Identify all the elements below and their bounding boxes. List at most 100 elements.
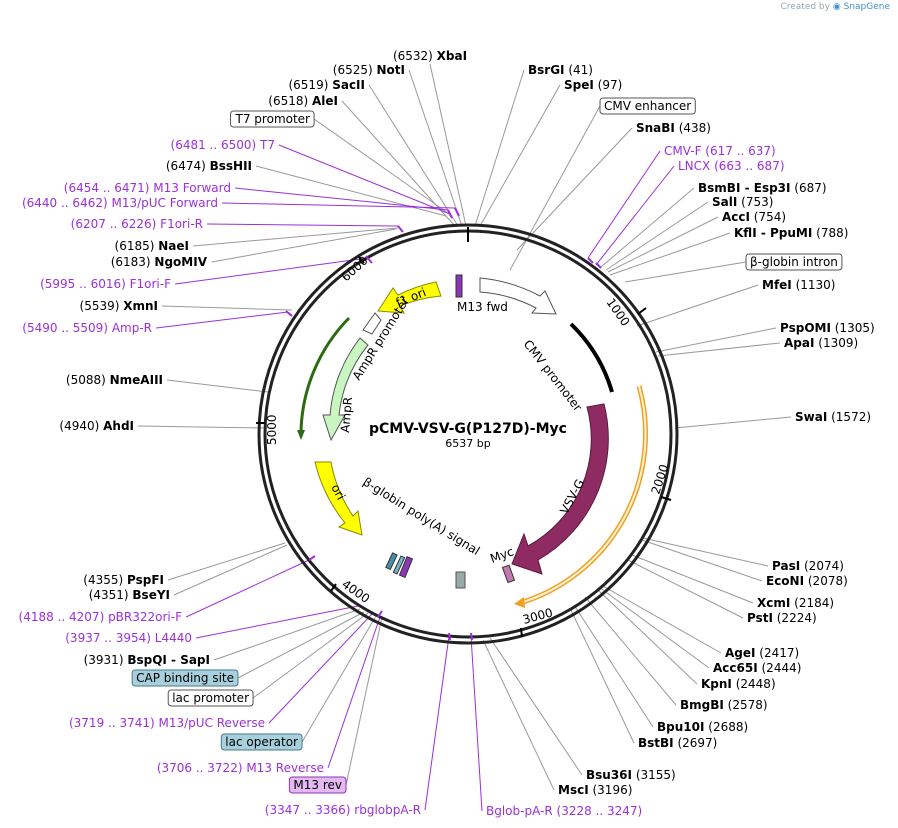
map-label-pspomi: PspOMI (1305) bbox=[780, 321, 875, 335]
map-label-text-lacprom: lac promoter bbox=[172, 691, 249, 705]
leader-line-ngomiv bbox=[211, 228, 397, 263]
map-label-text-bspqi: (3931) BspQI - SapI bbox=[84, 653, 210, 667]
map-label-text-bsmbi: BsmBI - Esp3I (687) bbox=[698, 181, 827, 195]
credit-prefix: Created by bbox=[780, 2, 830, 12]
map-label-bseyi: (4351) BseYI bbox=[89, 588, 170, 602]
map-label-xmni: (5539) XmnI bbox=[80, 299, 158, 313]
plasmid-name: pCMV-VSV-G(P127D)-Myc bbox=[369, 421, 567, 437]
map-label-kfli: KflI - PpuMI (788) bbox=[734, 226, 848, 240]
cmv-enhancer-arrow bbox=[479, 277, 557, 315]
leader-line-bmgbi bbox=[584, 596, 677, 706]
leader-line-naei bbox=[192, 227, 399, 247]
map-label-text-noti: (6525) NotI bbox=[333, 63, 405, 77]
map-label-bsmbi: BsmBI - Esp3I (687) bbox=[698, 181, 827, 195]
plasmid-size: 6537 bp bbox=[445, 437, 490, 450]
leader-line-m13rev_p bbox=[327, 616, 381, 769]
myc-label: Myc bbox=[488, 544, 515, 565]
map-label-text-bsshii: (6474) BssHII bbox=[166, 159, 252, 173]
map-label-text-sacii: (6519) SacII bbox=[288, 78, 365, 92]
map-label-text-xmni: (5539) XmnI bbox=[80, 299, 158, 313]
leader-line-acc65i bbox=[598, 586, 710, 669]
leader-line-pspfi bbox=[167, 542, 286, 581]
map-label-text-pspomi: PspOMI (1305) bbox=[780, 321, 875, 335]
map-label-text-naei: (6185) NaeI bbox=[115, 239, 189, 253]
primer-marks bbox=[285, 207, 602, 641]
leader-line-bglob bbox=[470, 635, 483, 812]
leader-line-t7prom bbox=[313, 118, 453, 217]
leader-line-bstbi bbox=[569, 607, 635, 744]
vsvg-arrow bbox=[511, 403, 609, 575]
leader-line-m13puc bbox=[221, 202, 456, 209]
bglobin-polya-label: β-globin poly(A) signal bbox=[360, 475, 482, 558]
map-label-kpni: KpnI (2448) bbox=[701, 677, 776, 691]
map-label-text-bsu36i: Bsu36I (3155) bbox=[586, 768, 676, 782]
map-label-text-pasi: PasI (2074) bbox=[772, 559, 844, 573]
backbone-outer-ring bbox=[257, 223, 679, 645]
map-label-econi: EcoNI (2078) bbox=[766, 574, 848, 588]
map-label-text-agei: AgeI (2417) bbox=[725, 646, 799, 660]
map-label-bsshii: (6474) BssHII bbox=[166, 159, 252, 173]
map-label-box-bglob_intron bbox=[745, 253, 843, 271]
cmv-promoter-arc bbox=[569, 322, 614, 393]
map-label-bspqi: (3931) BspQI - SapI bbox=[84, 653, 210, 667]
map-label-text-swai: SwaI (1572) bbox=[795, 410, 871, 424]
map-label-bsrgi: BsrGI (41) bbox=[528, 63, 593, 77]
map-label-bglob_intron: β-globin intron bbox=[745, 253, 843, 271]
leader-line-acci bbox=[607, 216, 719, 273]
leader-line-snabi bbox=[516, 127, 633, 251]
map-label-f1orir: (6207 .. 6226) F1ori-R bbox=[71, 217, 203, 231]
leader-line-bsshii bbox=[255, 165, 447, 217]
map-label-box-lacprom bbox=[167, 689, 254, 707]
leader-line-m13rev_box bbox=[345, 616, 383, 786]
snapgene-logo-icon: ◉ bbox=[832, 2, 841, 12]
map-label-bsu36i: Bsu36I (3155) bbox=[586, 768, 676, 782]
m13-rev-feature bbox=[398, 555, 414, 579]
map-label-lacprom: lac promoter bbox=[167, 689, 254, 707]
leader-line-ahdi bbox=[137, 425, 267, 429]
map-label-pspfi: (4355) PspFI bbox=[83, 573, 164, 587]
cap-binding-feature bbox=[385, 552, 398, 571]
leader-line-pbr bbox=[185, 559, 310, 618]
map-label-m13rev_box: M13 rev bbox=[288, 776, 347, 794]
m13-fwd-label: M13 fwd bbox=[457, 300, 508, 314]
map-label-text-bsrgi: BsrGI (41) bbox=[528, 63, 593, 77]
map-label-text-f1orir: (6207 .. 6226) F1ori-R bbox=[71, 217, 203, 231]
map-label-text-xbai: (6532) XbaI bbox=[393, 49, 467, 63]
ampr-label: AmpR bbox=[338, 396, 355, 433]
leader-line-bseyi bbox=[173, 544, 288, 596]
map-label-lncx: LNCX (663 .. 687) bbox=[678, 159, 785, 173]
ampr-outer-arrowhead bbox=[297, 430, 305, 440]
map-label-text-lacop: lac operator bbox=[225, 735, 298, 749]
map-label-psti: PstI (2224) bbox=[747, 611, 817, 625]
leader-line-psti bbox=[627, 559, 744, 619]
leader-line-xcmi bbox=[631, 554, 754, 604]
map-label-bpu10i: Bpu10I (2688) bbox=[657, 720, 748, 734]
map-label-text-snabi: SnaBI (438) bbox=[636, 121, 711, 135]
leader-line-apai bbox=[657, 342, 781, 357]
map-label-text-ampr_p: (5490 .. 5509) Amp-R bbox=[22, 321, 152, 335]
map-label-text-m13f: (6454 .. 6471) M13 Forward bbox=[64, 181, 231, 195]
map-label-text-acci: AccI (754) bbox=[722, 210, 786, 224]
map-label-bmgbi: BmgBI (2578) bbox=[680, 698, 768, 712]
gray-feature bbox=[455, 571, 466, 589]
map-label-text-bseyi: (4351) BseYI bbox=[89, 588, 170, 602]
leader-line-rbglob bbox=[424, 635, 450, 811]
map-label-text-mfei: MfeI (1130) bbox=[762, 278, 835, 292]
map-label-spei: SpeI (97) bbox=[564, 78, 622, 92]
leader-line-cmvf bbox=[587, 150, 661, 259]
map-label-m13f: (6454 .. 6471) M13 Forward bbox=[64, 181, 231, 195]
leader-line-lacop bbox=[301, 615, 377, 743]
map-label-text-psti: PstI (2224) bbox=[747, 611, 817, 625]
orange-orf-arrowhead bbox=[514, 597, 525, 608]
map-label-text-m13rev_box: M13 rev bbox=[293, 778, 342, 792]
map-label-f1orif: (5995 .. 6016) F1ori-F bbox=[40, 277, 171, 291]
map-label-text-spei: SpeI (97) bbox=[564, 78, 622, 92]
map-label-acci: AccI (754) bbox=[722, 210, 786, 224]
orange-orf-arc-inner bbox=[519, 385, 647, 604]
leader-line-agei bbox=[600, 584, 722, 654]
m13-fwd-feature bbox=[455, 274, 463, 298]
leader-line-xbai bbox=[429, 63, 467, 227]
leader-line-bsu36i bbox=[489, 637, 583, 776]
leader-line-cap bbox=[237, 611, 365, 679]
map-label-text-pspfi: (4355) PspFI bbox=[83, 573, 164, 587]
